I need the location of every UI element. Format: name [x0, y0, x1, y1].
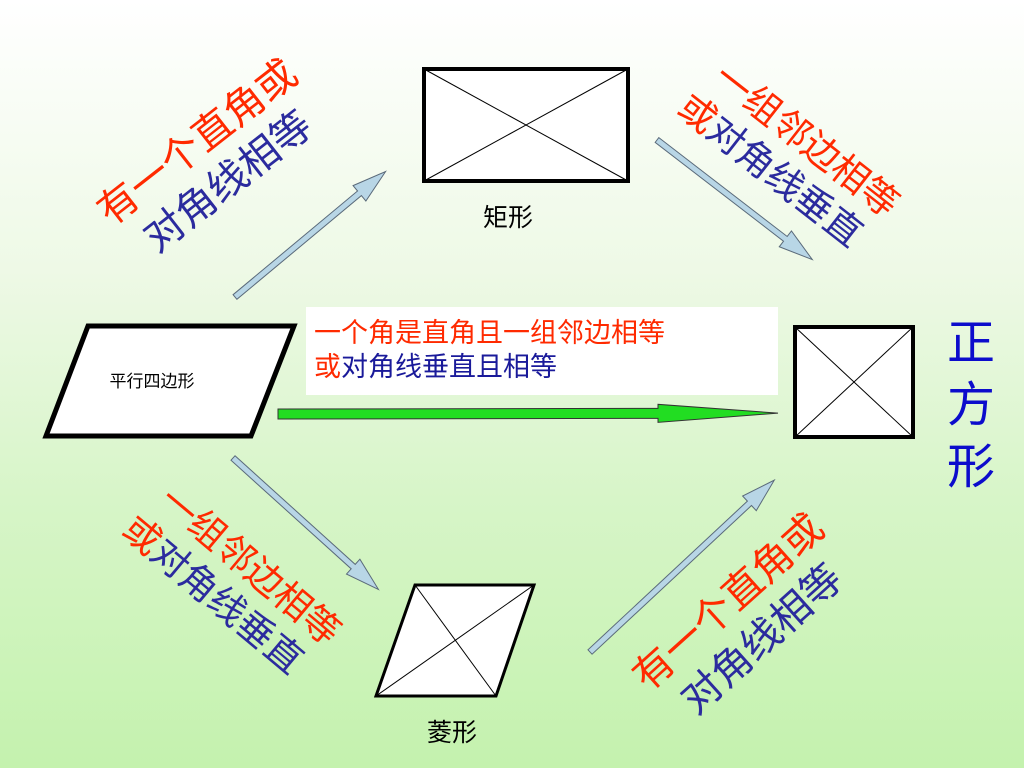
square-label-char: 正	[946, 315, 995, 371]
rhombus-shape: 菱形	[373, 583, 537, 747]
condition-para-to-rhombus: 一组邻边相等 或对角线垂直	[114, 478, 349, 682]
condition-text-red: 一个角是直角且一组邻边相等	[314, 318, 665, 349]
condition-rhombus-to-square: 有一个直角或 对角线相等	[624, 505, 852, 724]
condition-para-to-square: 一个角是直角且一组邻边相等 或对角线垂直且相等	[306, 307, 778, 395]
condition-text-mixed: 或对角线垂直且相等	[314, 351, 778, 385]
arrow-para-to-rhombus	[230, 455, 380, 591]
condition-or-red: 或	[314, 352, 341, 383]
condition-rect-to-square: 一组邻边相等 或对角线垂直	[669, 55, 907, 256]
arrow-para-to-square	[277, 403, 779, 423]
arrow-para-to-rect	[232, 170, 387, 301]
parallelogram-label: 平行四边形	[110, 372, 195, 392]
rectangle-label: 矩形	[483, 203, 533, 232]
condition-text-blue: 对角线垂直且相等	[341, 352, 557, 383]
square-label-char: 方	[946, 377, 995, 433]
square-label: 正 方 形	[936, 312, 1006, 498]
rhombus-diagonal	[414, 584, 497, 697]
square-label-char: 形	[946, 439, 995, 495]
square-shape	[793, 325, 915, 439]
rhombus-label: 菱形	[427, 718, 477, 747]
square-diagonal	[794, 326, 914, 438]
arrow-rect-to-square	[654, 136, 814, 261]
parallelogram-outline	[42, 323, 298, 439]
rectangle-shape: 矩形	[422, 67, 630, 232]
parallelogram-shape: 平行四边形	[42, 323, 298, 439]
arrow-rhombus-to-square	[587, 478, 776, 655]
rectangle-diagonal	[423, 68, 629, 182]
